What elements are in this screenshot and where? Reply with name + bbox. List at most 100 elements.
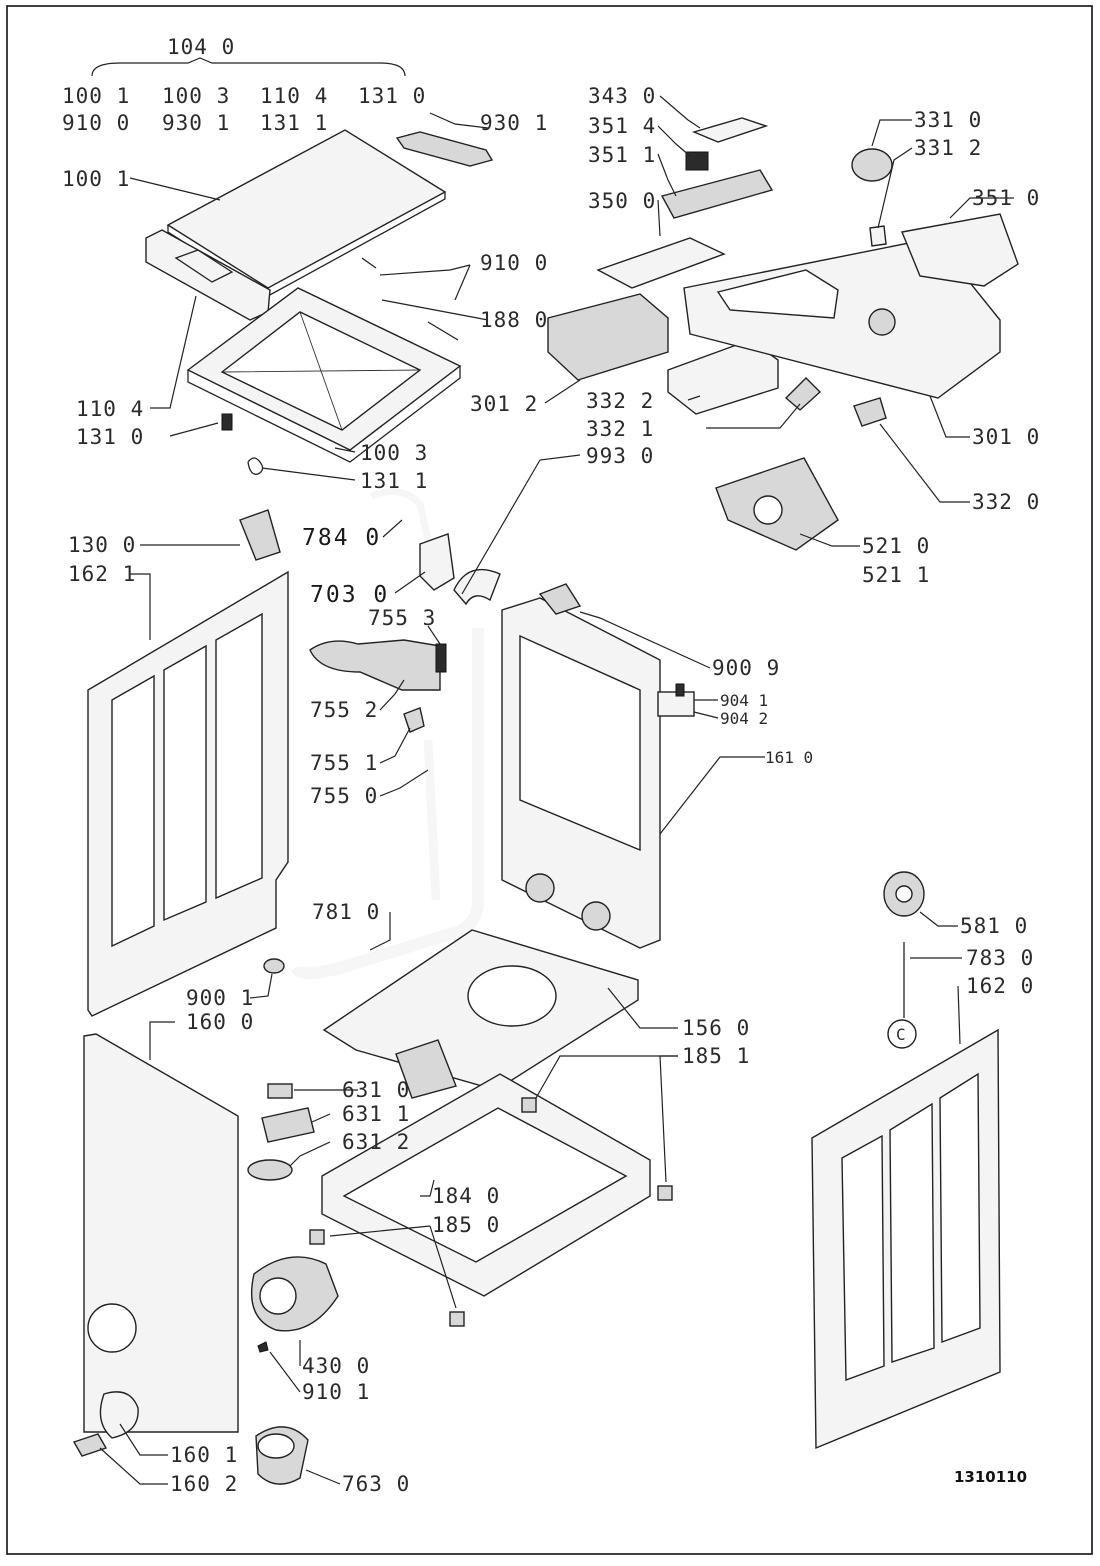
- label-301-2: 301 2: [470, 392, 538, 416]
- label-160-0: 160 0: [186, 1010, 254, 1034]
- leader-188-0: [381, 299, 489, 321]
- label-763-0: 763 0: [342, 1472, 410, 1496]
- label-631-0: 631 0: [342, 1078, 410, 1102]
- pump-inlet: [259, 1277, 297, 1315]
- leader-631-2: [289, 1141, 331, 1167]
- label-332-0: 332 0: [972, 490, 1040, 514]
- label-100-3: 100 3: [360, 441, 428, 465]
- clip-160-2: [72, 1433, 108, 1457]
- front-panel-160-0: [83, 1033, 239, 1433]
- label-100-3-group: 100 3: [162, 84, 230, 108]
- part-130-0: [239, 509, 281, 561]
- pulley-hub: [895, 885, 913, 903]
- leader-301-0: [929, 395, 970, 438]
- part-332-1: [784, 377, 822, 411]
- leader-331-0: [871, 119, 912, 147]
- label-130-0: 130 0: [68, 533, 136, 557]
- leader-332-2: [687, 395, 701, 401]
- label-910-0-group: 910 0: [62, 111, 130, 135]
- leader-755-1: [379, 727, 411, 764]
- lid-hinge-strip: [395, 131, 494, 167]
- leader-351-1: [657, 153, 677, 197]
- leader-162-1: [130, 573, 151, 640]
- label-188-0: 188 0: [480, 308, 548, 332]
- panel-rib-2: [163, 644, 207, 922]
- side-panel-right-assembly: C: [811, 871, 1001, 1450]
- console-knob-seat: [868, 308, 896, 336]
- bend-993-0: [453, 568, 501, 606]
- panel-rib-6: [939, 1072, 981, 1344]
- part-631-1: [261, 1107, 315, 1143]
- label-185-0: 185 0: [432, 1213, 500, 1237]
- leader-755-3: [427, 625, 441, 645]
- label-331-2: 331 2: [914, 136, 982, 160]
- label-910-1: 910 1: [302, 1380, 370, 1404]
- leader-910-0b: [454, 264, 471, 301]
- leader-755-2: [379, 679, 405, 711]
- part-631-2: [247, 1159, 293, 1181]
- label-755-0: 755 0: [310, 784, 378, 808]
- label-131-0: 131 0: [76, 425, 144, 449]
- part-343-0: [691, 117, 769, 143]
- label-100-1-group: 100 1: [62, 84, 130, 108]
- handle-grip: [174, 249, 234, 283]
- top-frame-cross: [221, 311, 421, 431]
- base-ring: [467, 965, 557, 1027]
- leader-581-0: [919, 911, 958, 927]
- label-755-1: 755 1: [310, 751, 378, 775]
- leader-703-0: [394, 571, 426, 594]
- label-351-4: 351 4: [588, 114, 656, 138]
- label-703-0: 703 0: [310, 582, 389, 608]
- foot-185-1b: [657, 1185, 673, 1201]
- leader-184-0: [420, 1179, 435, 1197]
- rod-188-0: [427, 321, 459, 341]
- label-904-2: 904 2: [720, 709, 768, 728]
- label-783-0: 783 0: [966, 946, 1034, 970]
- panel-rib-3: [215, 612, 263, 900]
- front-panel-port: [87, 1303, 137, 1353]
- knob-331-0: [851, 148, 893, 182]
- leader-185-1b: [659, 1055, 678, 1183]
- part-351-1: [660, 169, 774, 219]
- label-162-0: 162 0: [966, 974, 1034, 998]
- label-131-1-group: 131 1: [260, 111, 328, 135]
- leader-930-1: [429, 112, 489, 129]
- foot-185-0b: [449, 1311, 465, 1327]
- page-border: [6, 5, 1093, 1555]
- part-351-4: [685, 151, 709, 171]
- leader-lines: [99, 95, 1014, 1485]
- leader-160-1: [119, 1423, 168, 1456]
- label-351-1: 351 1: [588, 143, 656, 167]
- cap-160-1: [99, 1391, 139, 1439]
- label-131-1: 131 1: [360, 469, 428, 493]
- leader-350-0: [657, 199, 661, 237]
- latch-131-0: [221, 413, 233, 431]
- leader-904-2: [693, 711, 719, 719]
- label-162-1: 162 1: [68, 562, 136, 586]
- leader-301-2: [544, 379, 581, 404]
- dispenser-cup: [753, 495, 783, 525]
- label-755-3: 755 3: [368, 606, 436, 630]
- label-131-0-group: 131 0: [358, 84, 426, 108]
- circle-c-letter: C: [896, 1025, 906, 1044]
- part-631-0: [267, 1083, 293, 1099]
- leader-156-0: [607, 987, 678, 1029]
- label-781-0: 781 0: [312, 900, 380, 924]
- label-184-0: 184 0: [432, 1184, 500, 1208]
- label-104-0: 104 0: [167, 35, 235, 59]
- hose-755-0: [423, 739, 441, 901]
- label-350-0: 350 0: [588, 189, 656, 213]
- label-930-1: 930 1: [480, 111, 548, 135]
- circle-c-marker: [887, 1019, 917, 1049]
- screw-910-1: [257, 1341, 269, 1353]
- hose-assembly: [263, 488, 501, 979]
- pcb-350-0: [596, 237, 726, 289]
- label-100-1: 100 1: [62, 167, 130, 191]
- leader-160-2: [99, 1447, 168, 1485]
- rear-port-2: [581, 901, 611, 931]
- label-900-1: 900 1: [186, 986, 254, 1010]
- label-900-9: 900 9: [712, 656, 780, 680]
- leader-110-4: [150, 295, 197, 409]
- hose-781-0: [290, 628, 484, 979]
